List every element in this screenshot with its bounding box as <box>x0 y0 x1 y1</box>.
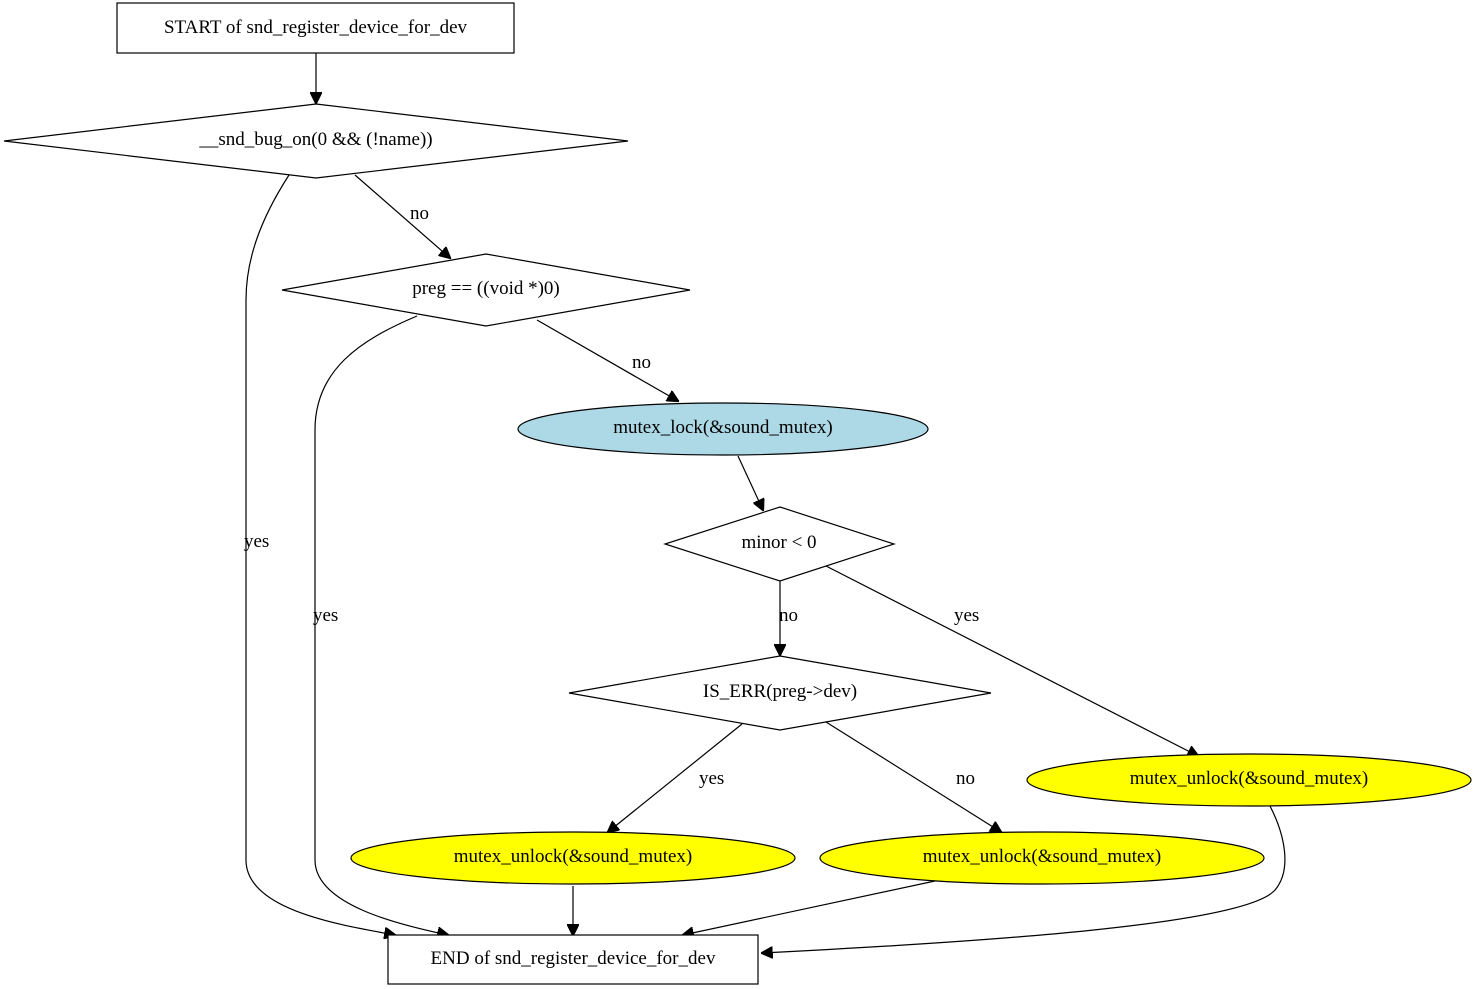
is-err-decision-label: IS_ERR(preg->dev) <box>703 681 857 702</box>
edge-label-bug-check-yes: yes <box>244 531 269 552</box>
edge-bug-check-yes <box>245 174 395 935</box>
mutex-unlock-left-node: mutex_unlock(&sound_mutex) <box>350 831 796 885</box>
mutex-lock-node-label: mutex_lock(&sound_mutex) <box>613 417 833 438</box>
edge-iserr-check-yes <box>608 723 743 832</box>
mutex-unlock-mid-node-shape <box>819 831 1265 885</box>
bug-check-decision: __snd_bug_on(0 && (!name)) <box>3 103 629 179</box>
edge-labels: no yes no yes no yes yes no <box>244 203 979 789</box>
mutex-unlock-mid-node: mutex_unlock(&sound_mutex) <box>819 831 1265 885</box>
mutex-unlock-mid-node-label: mutex_unlock(&sound_mutex) <box>923 846 1162 867</box>
start-node: START of snd_register_device_for_dev <box>116 2 515 54</box>
mutex-unlock-right-node-label: mutex_unlock(&sound_mutex) <box>1130 768 1369 789</box>
edge-label-minor-check-no: no <box>779 605 798 626</box>
mutex-lock-node-shape <box>517 402 929 456</box>
mutex-lock-node: mutex_lock(&sound_mutex) <box>517 402 929 456</box>
mutex-unlock-right-node-shape <box>1026 753 1472 807</box>
end-node-label: END of snd_register_device_for_dev <box>431 948 716 969</box>
is-err-decision: IS_ERR(preg->dev) <box>568 655 992 731</box>
end-node-shape <box>387 934 759 985</box>
edges <box>245 53 1286 953</box>
edge-unlock-right-to-end <box>762 805 1286 953</box>
edge-label-bug-check-no: no <box>410 203 429 224</box>
edge-label-iserr-check-no: no <box>956 768 975 789</box>
preg-null-decision-label: preg == ((void *)0) <box>412 278 560 299</box>
edge-iserr-check-no <box>825 721 1001 832</box>
minor-check-decision: minor < 0 <box>663 506 896 582</box>
edge-lock-to-minor-check <box>737 455 763 510</box>
edge-label-preg-check-yes: yes <box>313 605 338 626</box>
minor-check-decision-shape <box>663 506 896 582</box>
edge-minor-check-yes <box>825 565 1198 756</box>
bug-check-decision-label: __snd_bug_on(0 && (!name)) <box>198 129 432 150</box>
minor-check-decision-label: minor < 0 <box>741 532 816 553</box>
edge-unlock-mid-to-end <box>683 880 936 935</box>
preg-null-decision: preg == ((void *)0) <box>281 253 691 327</box>
preg-null-decision-shape <box>281 253 691 327</box>
mutex-unlock-right-node: mutex_unlock(&sound_mutex) <box>1026 753 1472 807</box>
mutex-unlock-left-node-label: mutex_unlock(&sound_mutex) <box>454 846 693 867</box>
start-node-label: START of snd_register_device_for_dev <box>164 17 468 38</box>
edge-preg-check-yes <box>314 315 448 935</box>
start-node-shape <box>116 2 515 54</box>
bug-check-decision-shape <box>3 103 629 179</box>
edge-label-minor-check-yes: yes <box>954 605 979 626</box>
end-node: END of snd_register_device_for_dev <box>387 934 759 985</box>
edge-label-preg-check-no: no <box>632 352 651 373</box>
edge-bug-check-no <box>354 174 450 258</box>
is-err-decision-shape <box>568 655 992 731</box>
nodes: START of snd_register_device_for_dev __s… <box>3 2 1472 985</box>
edge-preg-check-no <box>536 319 678 401</box>
mutex-unlock-left-node-shape <box>350 831 796 885</box>
edge-label-iserr-check-yes: yes <box>699 768 724 789</box>
